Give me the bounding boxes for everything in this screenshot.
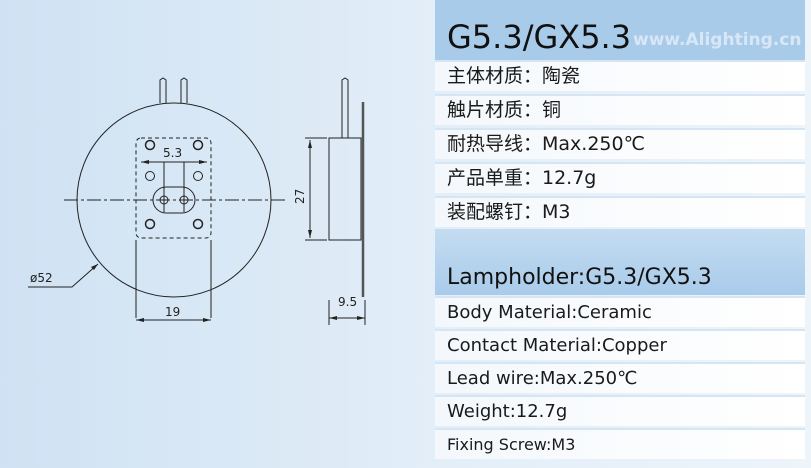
en-spec-lead-wire: Lead wire:Max.250℃ (435, 362, 805, 393)
en-spec-contact-material: Contact Material:Copper (435, 329, 805, 360)
en-spec-body-material: Body Material:Ceramic (435, 296, 805, 327)
cn-spec-body-material: 主体材质：陶瓷 (435, 60, 805, 91)
en-header-band: Lampholder:G5.3/GX5.3 (435, 229, 805, 295)
pin-slot (152, 186, 196, 214)
cn-spec-weight: 产品单重：12.7g (435, 162, 805, 193)
en-title: Lampholder:G5.3/GX5.3 (447, 265, 712, 290)
en-spec-fixing-screw: Fixing Screw:M3 (435, 428, 805, 459)
cn-title: G5.3/GX5.3 (447, 18, 632, 56)
cn-spec-fixing-screw: 装配螺钉：M3 (435, 196, 805, 227)
dim-height: 27 (293, 189, 307, 204)
cn-spec-lead-wire: 耐热导线：Max.250℃ (435, 128, 805, 159)
dim-width: 19 (165, 305, 180, 319)
technical-drawing: 5.3 27 ø52 19 9.5 (28, 77, 366, 325)
dim-diameter: ø52 (30, 271, 53, 285)
side-view-body (328, 137, 362, 241)
lead-wires (159, 77, 188, 103)
cn-header-band: G5.3/GX5.3 www.Alighting.cn (435, 0, 805, 60)
cn-spec-contact-material: 触片材质：铜 (435, 94, 805, 125)
spec-panel: G5.3/GX5.3 www.Alighting.cn 主体材质：陶瓷 触片材质… (435, 0, 805, 464)
dim-depth: 9.5 (338, 295, 357, 309)
contact-area-dashed (135, 137, 212, 239)
watermark: www.Alighting.cn (633, 30, 802, 50)
en-spec-weight: Weight:12.7g (435, 395, 805, 426)
dim-pin-spacing: 5.3 (163, 146, 182, 160)
